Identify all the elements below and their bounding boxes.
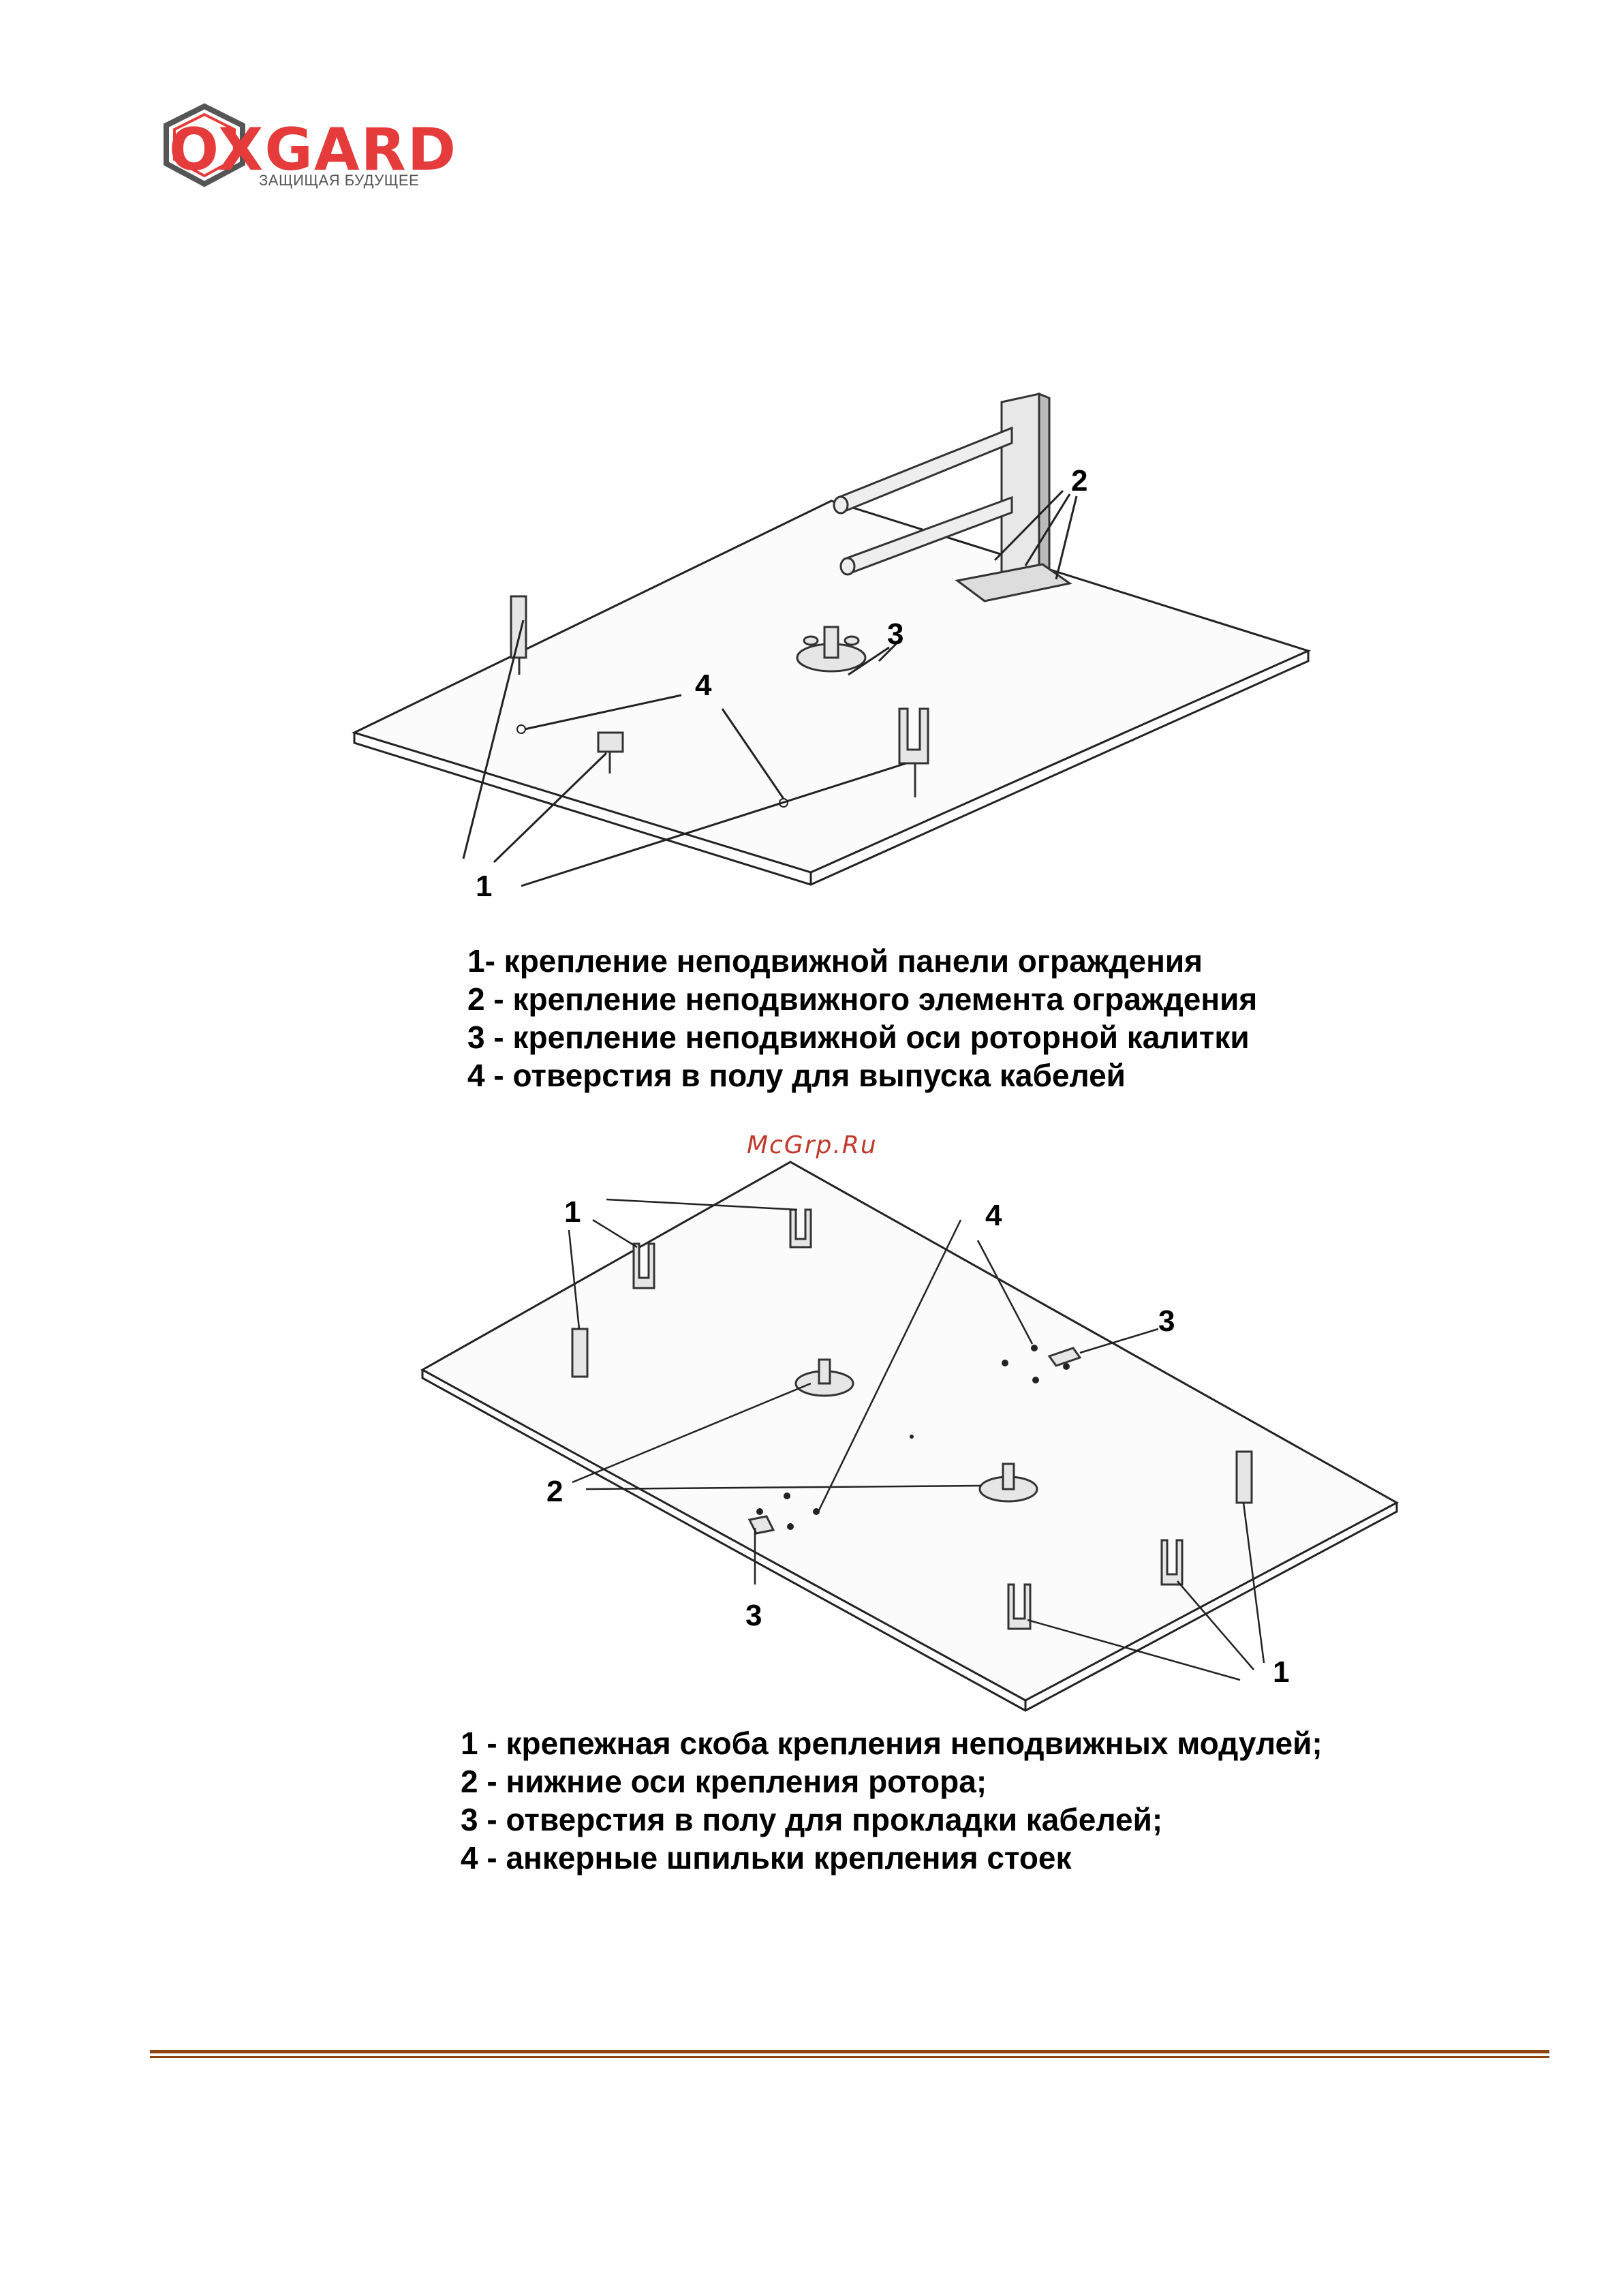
cable-hole (516, 724, 526, 734)
fig2-callout-3-left: 3 (745, 1599, 762, 1632)
fig2-callout-1-bottom: 1 (1273, 1655, 1289, 1689)
panel-bracket-center (597, 731, 624, 774)
panel-bracket-left (510, 595, 527, 675)
logo-wordmark: OXGARD (169, 116, 458, 184)
legend-item: 4 - отверстия в полу для выпуска кабелей (467, 1058, 1126, 1093)
fence-rails (833, 426, 1013, 576)
legend-item: 1 - крепежная скоба крепления неподвижны… (461, 1726, 1323, 1761)
callout-1: 1 (476, 870, 492, 900)
legend-item: 2 - нижние оси крепления ротора; (461, 1764, 987, 1799)
fixing-brackets (571, 1208, 1253, 1630)
callout-3: 3 (887, 617, 903, 651)
fig2-callout-2: 2 (546, 1475, 563, 1508)
callout-4: 4 (695, 669, 712, 702)
logo-tagline: ЗАЩИЩАЯ БУДУЩЕЕ (259, 172, 420, 189)
figure-installation-bottom: 1 4 3 2 3 1 (409, 1144, 1417, 1724)
figure-installation-top: 1 2 3 4 (341, 382, 1329, 903)
legend-item: 2 - крепление неподвижного элемента огра… (467, 981, 1258, 1017)
rotor-axis-mount (796, 626, 867, 673)
leader-lines (462, 489, 1078, 887)
panel-bracket-right (898, 707, 929, 797)
figure1-legend: 1- крепление неподвижной панели огражден… (467, 942, 1257, 1095)
legend-item: 4 - анкерные шпильки крепления стоек (461, 1840, 1072, 1876)
fig2-callout-1-top: 1 (564, 1195, 581, 1229)
footer-divider (150, 2050, 1549, 2058)
leader-lines (568, 1144, 1265, 1681)
logo-shield-icon (164, 103, 245, 187)
oxgard-logo: OXGARD ЗАЩИЩАЯ БУДУЩЕЕ (162, 101, 456, 196)
legend-item: 3 - отверстия в полу для прокладки кабел… (461, 1802, 1163, 1837)
rotor-axes (794, 1358, 1038, 1503)
callout-2: 2 (1071, 464, 1087, 498)
fig2-callout-3-right: 3 (1158, 1304, 1175, 1338)
anchor-studs (756, 1345, 1070, 1530)
figure2-legend: 1 - крепежная скоба крепления неподвижны… (461, 1724, 1323, 1877)
watermark: McGrp.Ru (747, 1131, 878, 1159)
legend-item: 1- крепление неподвижной панели огражден… (467, 943, 1203, 979)
legend-item: 3 - крепление неподвижной оси роторной к… (467, 1020, 1250, 1055)
fig2-callout-4: 4 (985, 1199, 1002, 1232)
